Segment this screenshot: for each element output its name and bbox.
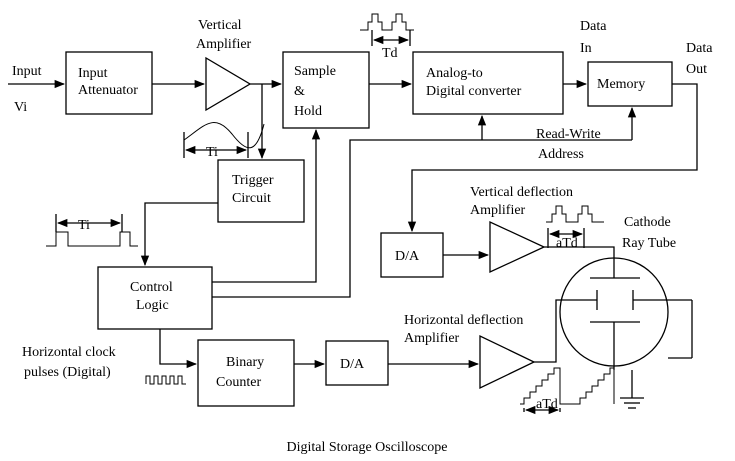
memory-block: Memory [587,61,673,107]
trigger-label-1: Trigger [232,173,274,188]
vertical-deflection-label-2: Amplifier [470,203,526,218]
hamp-to-crt-line [534,299,560,363]
trigger-circuit-block: Trigger Circuit [217,159,305,223]
data-out-label-1: Data [686,41,713,56]
sample-hold-label-1: Sample [294,64,336,79]
sample-hold-block: Sample & Hold [282,51,370,129]
adc-label-2: Digital converter [426,84,522,99]
ti-control-label: Ti [78,218,90,233]
td-label: Td [382,46,398,61]
da-vertical-label: D/A [395,249,420,264]
ti-trigger-label: Ti [206,145,218,160]
vertical-deflection-amplifier-triangle [489,220,546,274]
binary-counter-label-2: Counter [216,375,261,390]
trigger-to-control-line [140,202,218,267]
horizontal-deflection-label-2: Amplifier [404,331,460,346]
read-write-address-line [212,139,632,298]
atd-horizontal-label: aTd [536,397,558,412]
input-attenuator-label-2: Attenuator [78,83,138,98]
diagram-caption: Digital Storage Oscilloscope [287,440,448,455]
data-out-label-2: Out [686,62,707,77]
vertical-amplifier-label-2: Amplifier [196,37,252,52]
vertical-amplifier-triangle [205,56,252,112]
horizontal-deflection-label-1: Horizontal deflection [404,313,523,328]
sample-hold-label-3: Hold [294,104,322,119]
binary-counter-label-1: Binary [226,355,264,370]
td-pulse-waveform [360,13,414,46]
da-horizontal-block: D/A [325,340,389,386]
input-label: Input [12,64,42,79]
vi-label: Vi [14,100,27,115]
vertical-amplifier-label-1: Vertical [198,18,242,33]
cathode-ray-tube [559,257,692,370]
control-logic-block: Control Logic [97,266,213,330]
control-to-counter-line [159,329,198,369]
control-to-sample-line [212,128,321,283]
horizontal-clock-label-1: Horizontal clock [22,345,116,360]
ray-tube-label: Ray Tube [622,236,676,251]
sample-hold-label-2: & [294,84,305,99]
ti-pulse-waveform [46,214,138,247]
data-in-label-1: Data [580,19,607,34]
read-write-label: Read-Write [536,127,601,142]
input-attenuator-label-1: Input [78,66,108,81]
da-horizontal-label: D/A [340,357,365,372]
atd-staircase-waveform [520,367,615,415]
trigger-label-2: Circuit [232,191,271,206]
data-out-line [407,83,698,233]
address-label: Address [538,147,584,162]
horizontal-clock-label-2: pulses (Digital) [24,365,111,380]
input-attenuator-block: Input Attenuator [65,51,153,115]
atd-vertical-waveform [546,205,604,248]
da-vertical-block: D/A [380,232,444,278]
binary-counter-block: Binary Counter [197,339,295,407]
clock-pulses-waveform [145,375,186,385]
ground-symbol [620,370,644,409]
control-logic-label-1: Control [130,280,173,295]
memory-label: Memory [597,77,645,92]
adc-label-1: Analog-to [426,66,483,81]
vertical-deflection-label-1: Vertical deflection [470,185,573,200]
control-logic-label-2: Logic [136,298,169,313]
atd-vertical-label: aTd [556,236,578,251]
cathode-label: Cathode [624,215,671,230]
horizontal-deflection-amplifier-triangle [479,334,536,390]
adc-block: Analog-to Digital converter [412,51,564,115]
vamp-to-crt-line [544,246,615,258]
data-in-label-2: In [580,41,592,56]
ti-sine-waveform [183,122,265,158]
